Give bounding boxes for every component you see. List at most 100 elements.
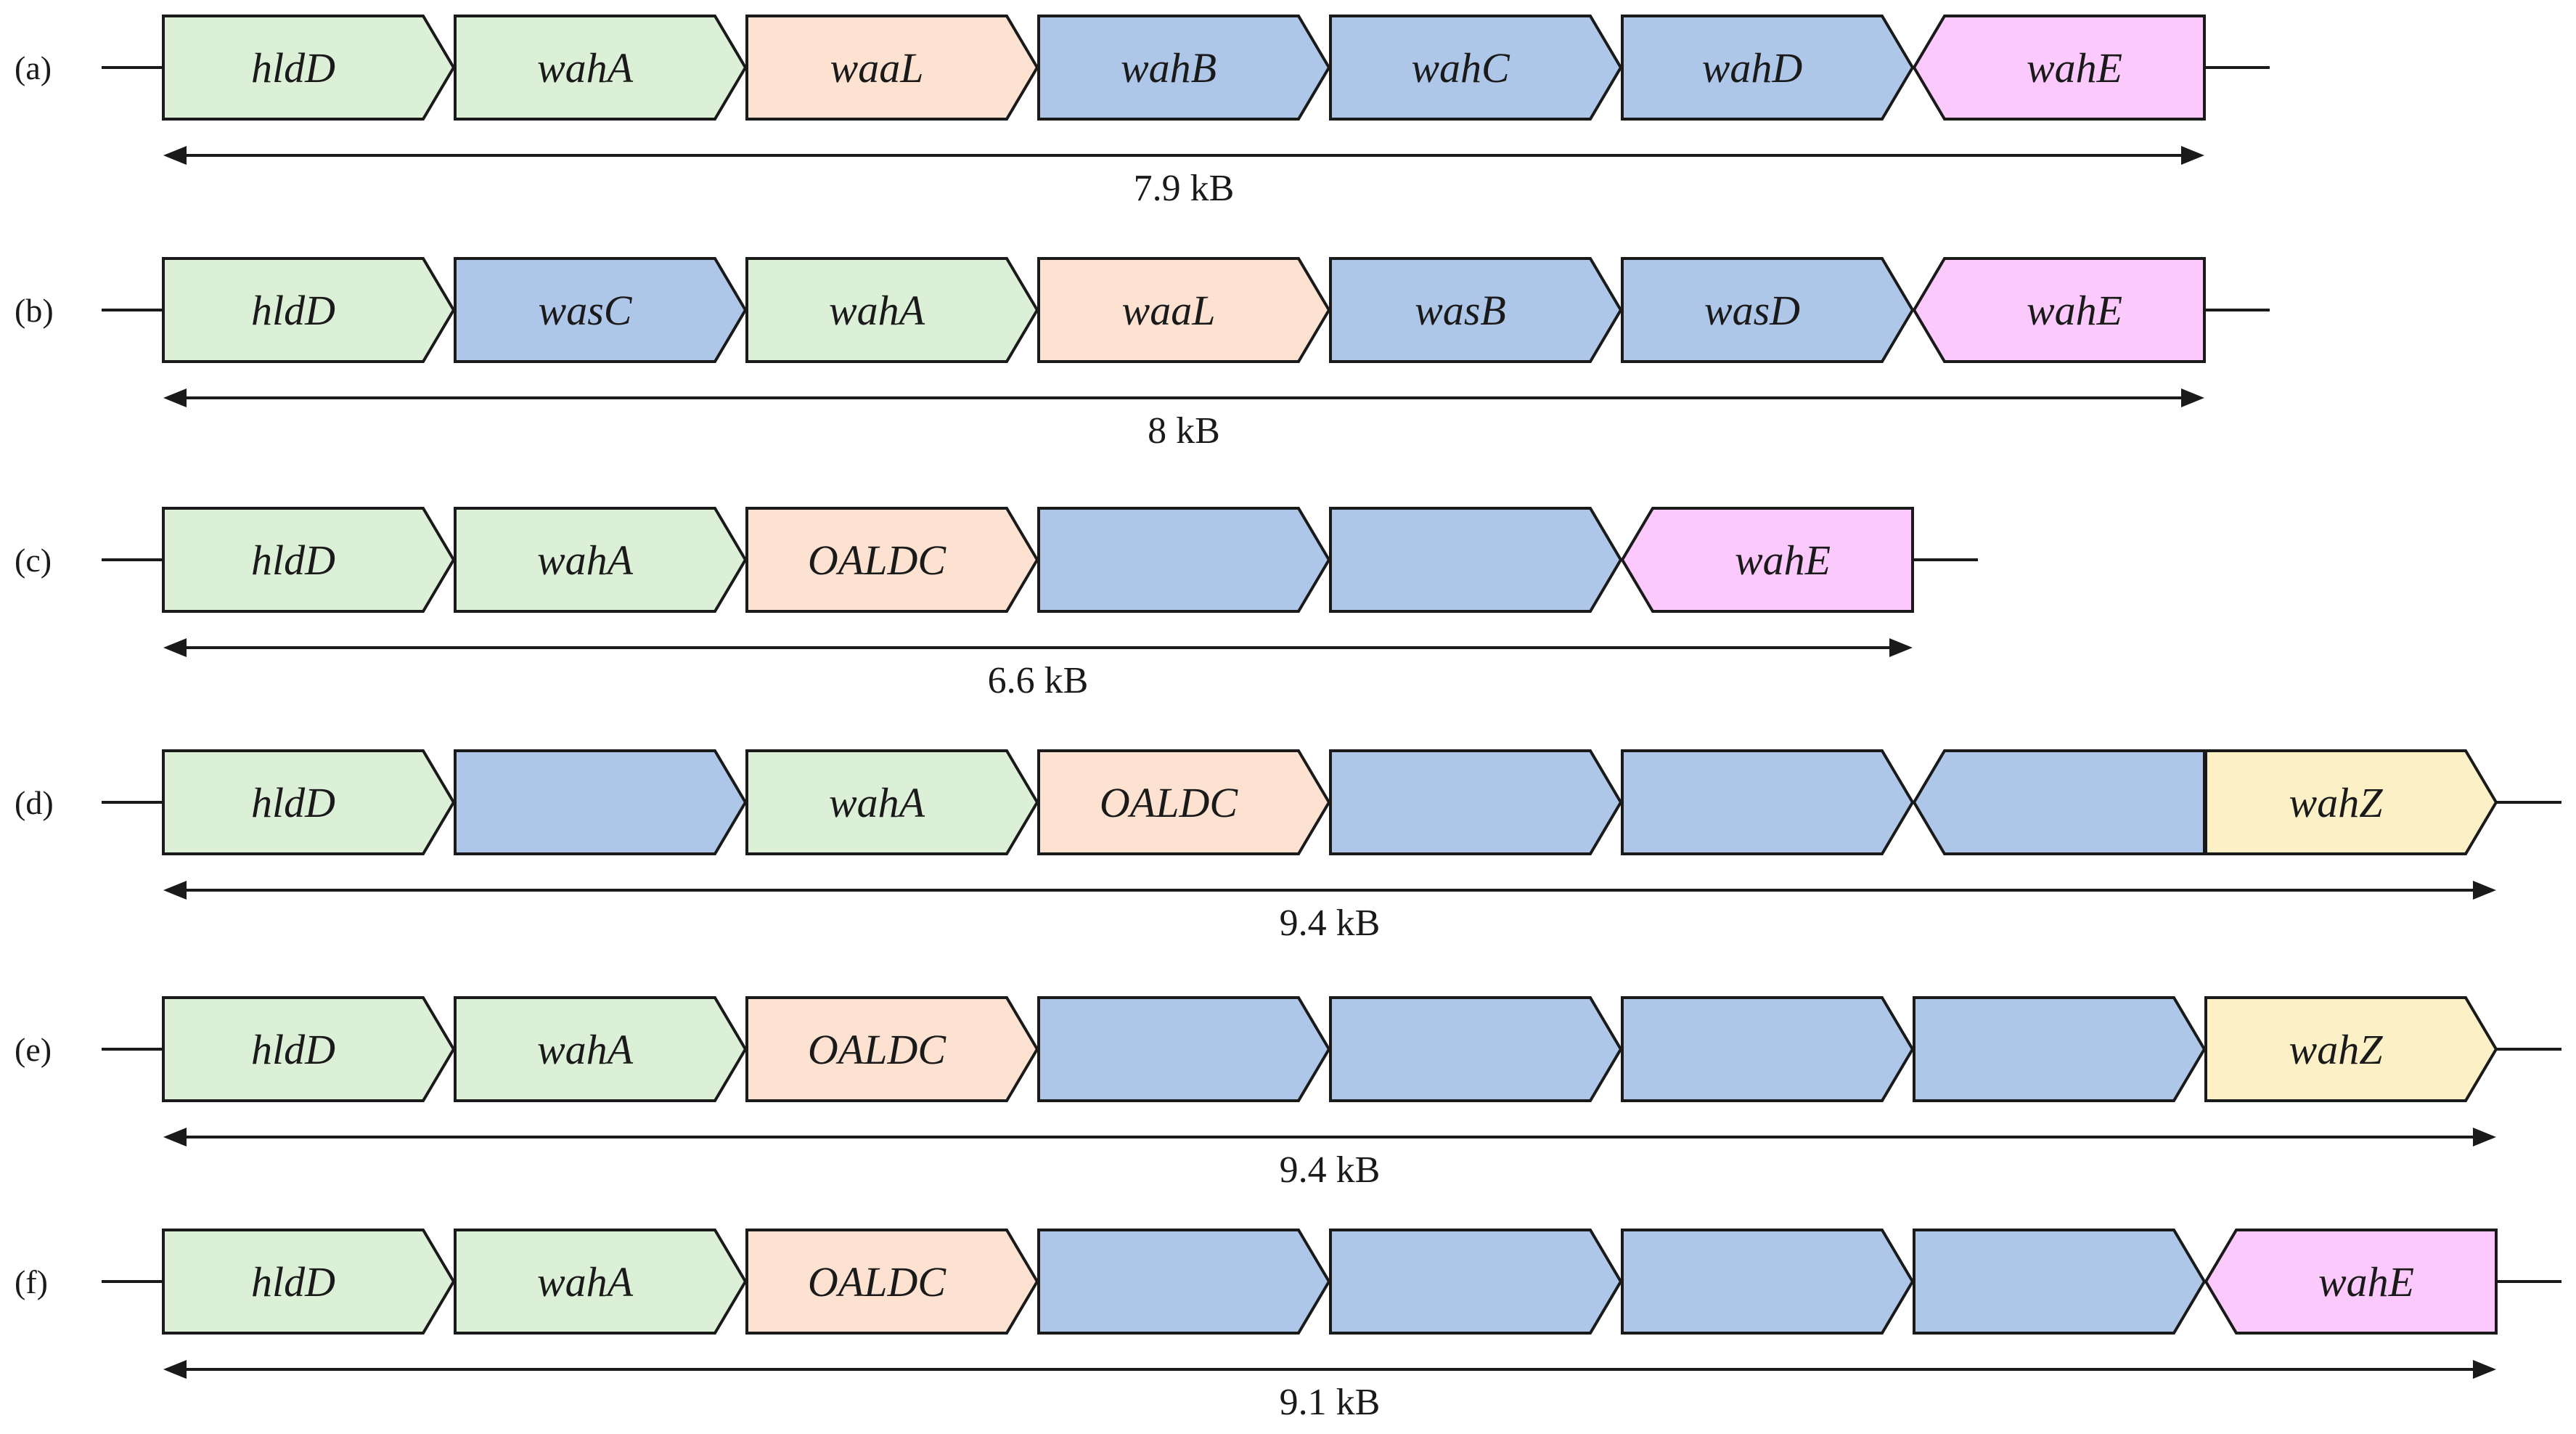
- gene-arrow-wahe: [1912, 15, 2206, 121]
- gene-arrow-wahe: [1620, 507, 1914, 613]
- gene-arrow-unlabeled: [1621, 749, 1915, 855]
- gene-label: OALDC: [808, 537, 946, 584]
- gene-arrow-waha: [454, 507, 748, 613]
- row-label: (e): [15, 1031, 52, 1068]
- gene-arrow-waal: [745, 15, 1039, 121]
- gene-label: wasD: [1704, 287, 1800, 334]
- gene-arrow-unlabeled: [1621, 1229, 1915, 1335]
- gene-arrow-hldd: [162, 507, 456, 613]
- gene-arrow-unlabeled: [1329, 749, 1623, 855]
- gene-label: hldD: [251, 287, 335, 334]
- gene-label: waaL: [830, 44, 924, 91]
- gene-arrow-waha: [745, 257, 1039, 363]
- gene-label: wasB: [1415, 287, 1506, 334]
- span-arrowhead-right: [2181, 388, 2204, 407]
- gene-label: wahE: [1735, 537, 1831, 584]
- gene-arrow-unlabeled: [454, 749, 748, 855]
- span-arrowhead-left: [163, 1360, 187, 1379]
- gene-label: OALDC: [1100, 779, 1238, 826]
- gene-label: wahA: [537, 1026, 634, 1073]
- gene-arrow-wasd: [1621, 257, 1915, 363]
- gene-row-e: (e) hldD wahA OALDC wahZ 9.4 kB: [15, 996, 2561, 1191]
- row-label: (b): [15, 292, 54, 329]
- gene-arrow-waha: [745, 749, 1039, 855]
- gene-label: hldD: [251, 779, 335, 826]
- gene-label: wahA: [537, 537, 634, 584]
- gene-arrow-wasc: [454, 257, 748, 363]
- cluster-size-label: 9.4 kB: [1280, 903, 1381, 944]
- cluster-size-label: 7.9 kB: [1134, 168, 1235, 209]
- gene-label: wahD: [1702, 44, 1803, 91]
- gene-arrow-hldd: [162, 1229, 456, 1335]
- gene-arrow-oaldc: [745, 507, 1039, 613]
- gene-label: wahA: [829, 779, 925, 826]
- gene-arrow-wasb: [1329, 257, 1623, 363]
- gene-arrow-unlabeled: [1329, 1229, 1623, 1335]
- gene-label: hldD: [251, 44, 335, 91]
- gene-arrow-hldd: [162, 15, 456, 121]
- gene-label: wahZ: [2289, 779, 2384, 826]
- gene-label: wahB: [1121, 44, 1217, 91]
- span-arrowhead-left: [163, 1128, 187, 1146]
- row-label: (a): [15, 49, 52, 86]
- span-arrowhead-right: [2473, 1360, 2496, 1379]
- gene-label: waaL: [1122, 287, 1216, 334]
- span-arrowhead-right: [1889, 638, 1913, 657]
- gene-label: wahE: [2027, 44, 2122, 91]
- gene-arrow-wahc: [1329, 15, 1623, 121]
- gene-arrow-unlabeled: [1037, 996, 1331, 1102]
- gene-arrow-wahb: [1037, 15, 1331, 121]
- gene-arrow-oaldc: [1037, 749, 1331, 855]
- row-label: (f): [15, 1263, 48, 1300]
- gene-arrow-unlabeled: [1912, 749, 2206, 855]
- span-arrowhead-left: [163, 388, 187, 407]
- gene-arrow-wahe: [2204, 1229, 2498, 1335]
- gene-arrow-wahz: [2204, 749, 2498, 855]
- gene-arrow-wahz: [2204, 996, 2498, 1102]
- span-arrowhead-right: [2181, 146, 2204, 165]
- gene-arrow-waha: [454, 15, 748, 121]
- gene-label: wahZ: [2289, 1026, 2384, 1073]
- gene-label: hldD: [251, 537, 335, 584]
- gene-arrow-unlabeled: [1621, 996, 1915, 1102]
- gene-arrow-hldd: [162, 996, 456, 1102]
- cluster-size-label: 6.6 kB: [988, 660, 1089, 701]
- span-arrowhead-left: [163, 146, 187, 165]
- cluster-size-label: 8 kB: [1148, 410, 1220, 452]
- span-arrowhead-right: [2473, 881, 2496, 900]
- gene-arrow-unlabeled: [1913, 1229, 2207, 1335]
- gene-row-c: (c) hldD wahA OALDC wahE 6.6 kB: [15, 507, 1978, 701]
- row-label: (d): [15, 784, 54, 821]
- gene-arrow-oaldc: [745, 1229, 1039, 1335]
- gene-row-d: (d) hldD wahA OALDC wahZ 9.4 kB: [15, 749, 2561, 944]
- cluster-size-label: 9.1 kB: [1280, 1382, 1381, 1423]
- cluster-size-label: 9.4 kB: [1280, 1149, 1381, 1191]
- gene-label: wahE: [2027, 287, 2122, 334]
- gene-arrow-waha: [454, 996, 748, 1102]
- gene-arrow-wahd: [1621, 15, 1915, 121]
- row-label: (c): [15, 542, 52, 579]
- gene-label: wahE: [2318, 1258, 2414, 1305]
- gene-label: hldD: [251, 1026, 335, 1073]
- gene-arrow-unlabeled: [1329, 996, 1623, 1102]
- span-arrowhead-left: [163, 881, 187, 900]
- gene-label: wahA: [537, 1258, 634, 1305]
- gene-arrow-unlabeled: [1037, 1229, 1331, 1335]
- gene-arrow-waal: [1037, 257, 1331, 363]
- span-arrowhead-left: [163, 638, 187, 657]
- gene-arrow-waha: [454, 1229, 748, 1335]
- gene-label: wasC: [539, 287, 633, 334]
- gene-arrow-unlabeled: [1037, 507, 1331, 613]
- gene-label: hldD: [251, 1258, 335, 1305]
- gene-arrow-hldd: [162, 257, 456, 363]
- gene-arrow-oaldc: [745, 996, 1039, 1102]
- gene-label: OALDC: [808, 1026, 946, 1073]
- gene-row-b: (b) hldD wasC wahA waaL wasB wasD wahE 8 kB: [15, 257, 2270, 452]
- gene-arrow-unlabeled: [1329, 507, 1623, 613]
- gene-label: wahA: [537, 44, 634, 91]
- gene-label: wahA: [829, 287, 925, 334]
- gene-arrow-wahe: [1912, 257, 2206, 363]
